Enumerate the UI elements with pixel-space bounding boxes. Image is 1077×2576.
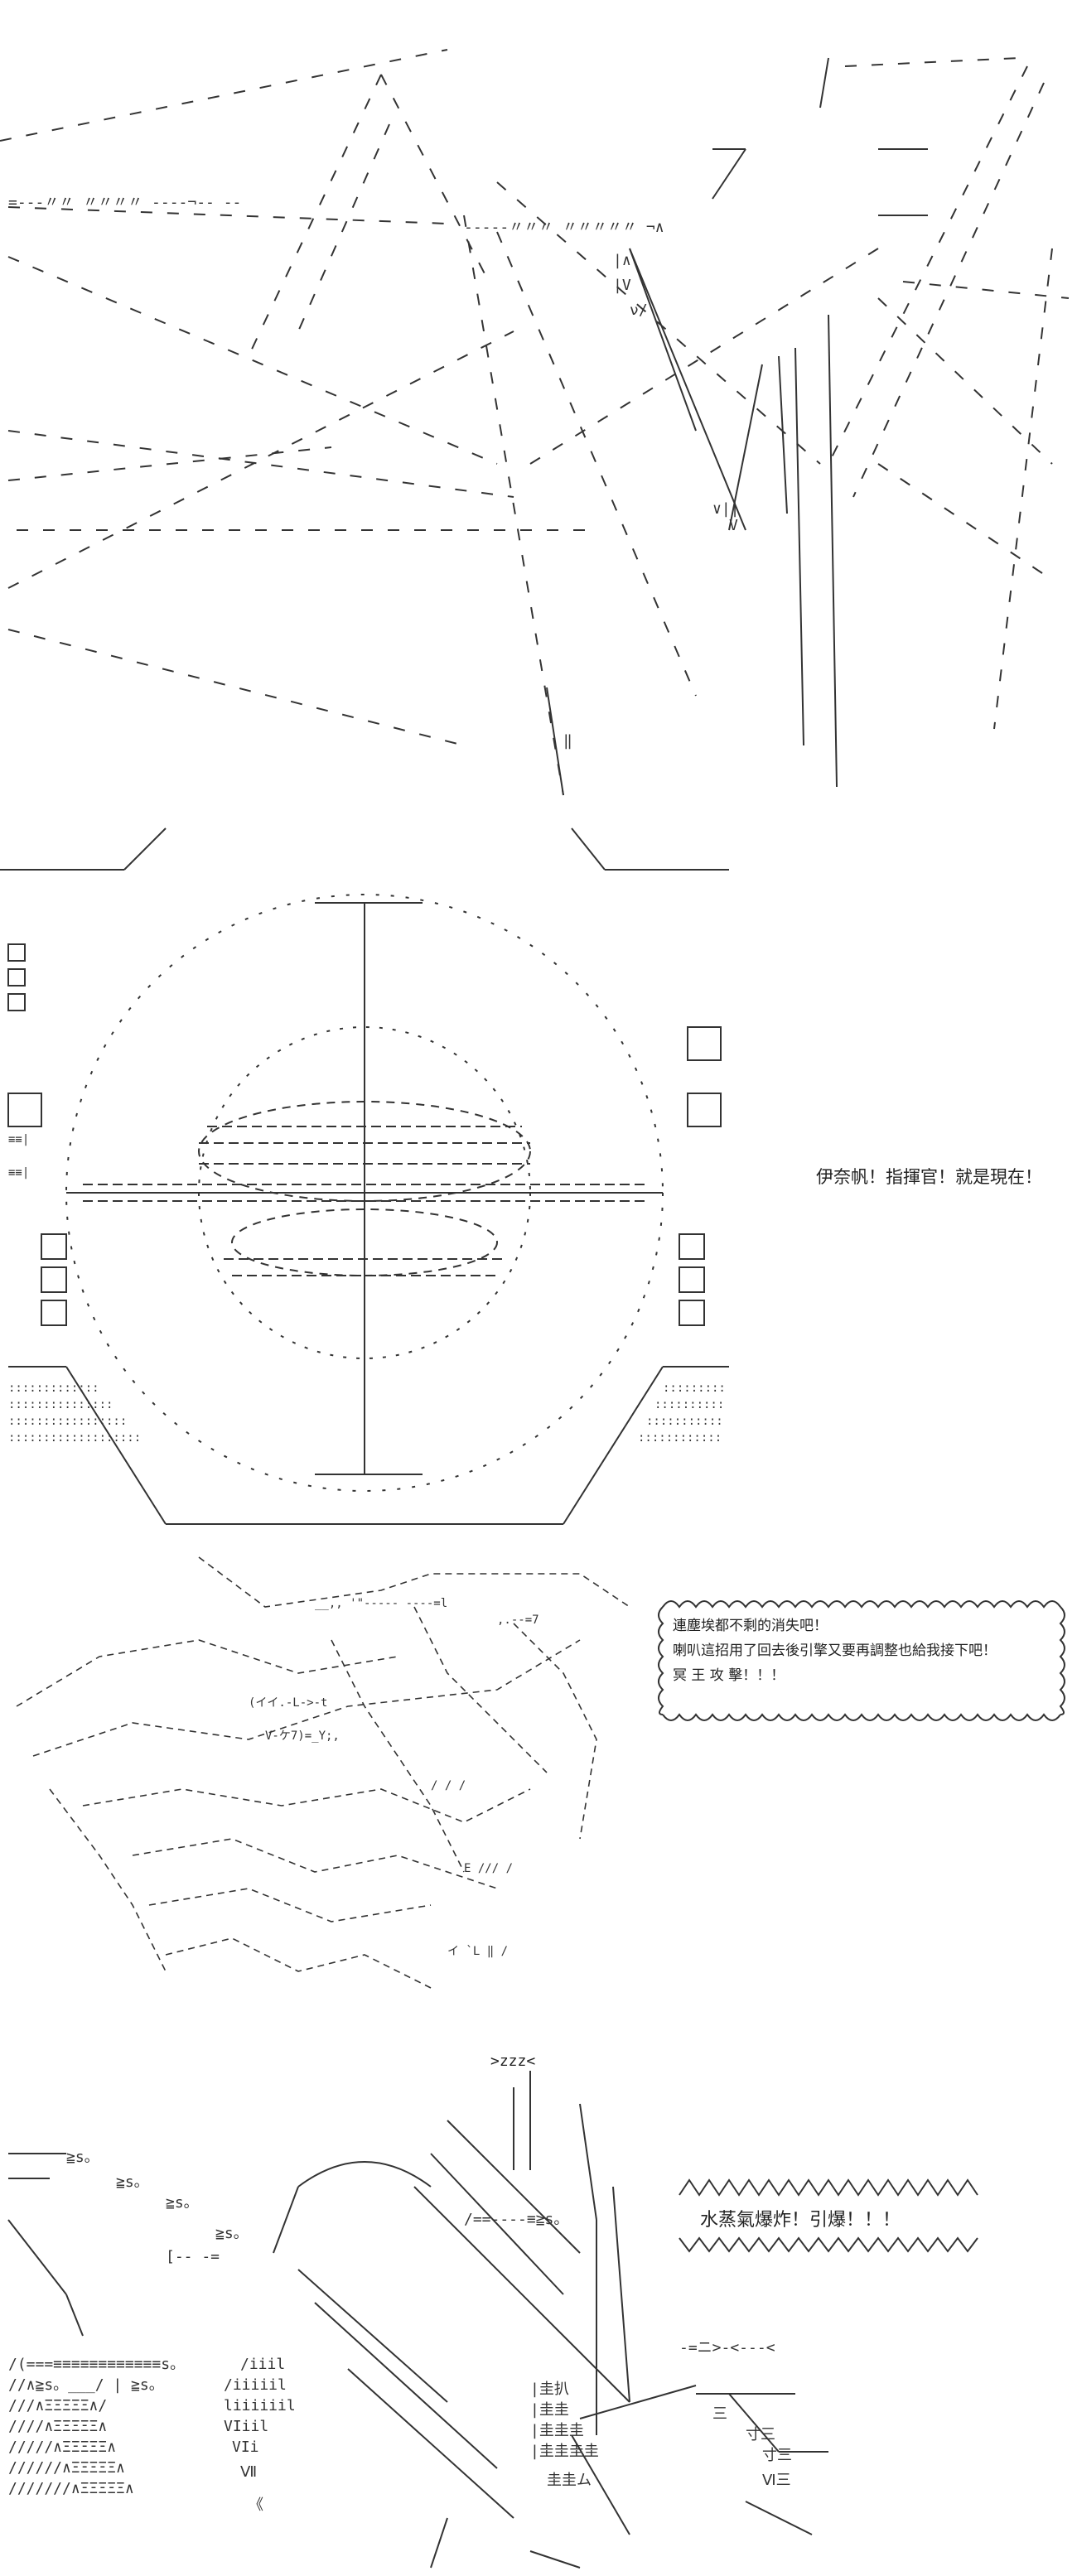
balloon-line-2: 喇叭這招用了回去後引擎又要再調整也給我接下吧！ bbox=[673, 1643, 997, 1659]
svg-text:|圭圭圭: |圭圭圭 bbox=[530, 2422, 584, 2439]
svg-text::::::::::::::::: ::::::::::::::: bbox=[8, 1398, 113, 1411]
svg-text:寸三: 寸三 bbox=[746, 2426, 775, 2443]
svg-text:|圭圭: |圭圭 bbox=[530, 2401, 569, 2419]
svg-text::::::::::: ::::::::: bbox=[663, 1382, 726, 1395]
explosion-shout: 水蒸氣爆炸！引爆！！！ bbox=[700, 2210, 901, 2231]
svg-text:////∧ΞΞΞΞΞ∧: ////∧ΞΞΞΞΞ∧ bbox=[8, 2418, 107, 2435]
explosion-artwork: /(===≡≡≡≡≡≡≡≡≡≡≡≡s。 //∧≧s。___/ | ≧s。 ///… bbox=[7, 2071, 978, 2569]
svg-text:三: 三 bbox=[712, 2405, 727, 2423]
dialog-text-commander: 伊奈帆！指揮官！就是現在！ bbox=[816, 1167, 1042, 1187]
svg-text:/(===≡≡≡≡≡≡≡≡≡≡≡≡s。: /(===≡≡≡≡≡≡≡≡≡≡≡≡s。 bbox=[8, 2356, 185, 2373]
svg-text:‖: ‖ bbox=[563, 732, 572, 750]
svg-text::::::::::::::::::::: ::::::::::::::::::: bbox=[8, 1431, 141, 1445]
svg-text:V‐ケ7)=_Y;,: V‐ケ7)=_Y;, bbox=[265, 1729, 340, 1743]
svg-text:liiiiiil: liiiiiil bbox=[224, 2397, 296, 2414]
svg-text:,.‐‐=7: ,.‐‐=7 bbox=[497, 1614, 539, 1627]
panel-3-attack: __,, '"‐‐‐‐‐ ‐‐‐‐=l ,.‐‐=7 (イイ.‐L‐>‐t V‐… bbox=[0, 1541, 1077, 2021]
svg-text:ν/: ν/ bbox=[630, 301, 648, 319]
sfx-zzz: >zzz< bbox=[490, 2053, 536, 2070]
svg-text:(イイ.‐L‐>‐t: (イイ.‐L‐>‐t bbox=[249, 1696, 327, 1710]
svg-text:/==‐‐‐‐≡≧s。: /==‐‐‐‐≡≧s。 bbox=[464, 2211, 568, 2228]
svg-text:≧s。: ≧s。 bbox=[116, 2173, 149, 2191]
svg-text:≡≡|: ≡≡| bbox=[8, 1166, 29, 1179]
svg-text::::::::::::::: ::::::::::::: bbox=[8, 1382, 99, 1395]
svg-text::::::::::::::::::: ::::::::::::::::: bbox=[8, 1415, 127, 1428]
svg-text:|圭扒: |圭扒 bbox=[530, 2381, 569, 2398]
svg-text:/iiiiil: /iiiiil bbox=[224, 2376, 287, 2394]
scope-artwork: ::::::::::::: ::::::::::::::: ::::::::::… bbox=[7, 894, 729, 1525]
svg-text:≧s。: ≧s。 bbox=[215, 2225, 249, 2242]
svg-text:E /// /: E /// / bbox=[464, 1862, 513, 1875]
attack-speech-balloon: 連塵埃都不剩的消失吧！ 喇叭這招用了回去後引擎又要再調整也給我接下吧！ 冥 王 … bbox=[673, 1614, 997, 1688]
svg-text:‐=ニ>‐<‐‐‐<: ‐=ニ>‐<‐‐‐< bbox=[679, 2339, 775, 2357]
svg-text:|∧: |∧ bbox=[613, 252, 631, 269]
svg-text:VIiil: VIiil bbox=[224, 2418, 268, 2435]
balloon-line-3: 冥 王 攻 擊！！！ bbox=[673, 1667, 785, 1684]
svg-text:Ⅵ三: Ⅵ三 bbox=[762, 2472, 791, 2489]
svg-text:|圭圭圭圭: |圭圭圭圭 bbox=[530, 2443, 599, 2460]
svg-text:=‐‐‐〃〃 〃〃〃〃 ‐‐‐‐¬‐‐ ‐‐: =‐‐‐〃〃 〃〃〃〃 ‐‐‐‐¬‐‐ ‐‐ bbox=[8, 194, 241, 211]
panel-1-flash: =‐‐‐〃〃 〃〃〃〃 ‐‐‐‐¬‐‐ ‐‐ ‐‐‐‐‐〃〃〃 〃〃〃〃〃 ¬∧… bbox=[0, 0, 1077, 878]
balloon-line-1: 連塵埃都不剩的消失吧！ bbox=[673, 1618, 828, 1634]
svg-text:__,, '"‐‐‐‐‐ ‐‐‐‐=l: __,, '"‐‐‐‐‐ ‐‐‐‐=l bbox=[315, 1597, 447, 1610]
flash-artwork: =‐‐‐〃〃 〃〃〃〃 ‐‐‐‐¬‐‐ ‐‐ ‐‐‐‐‐〃〃〃 〃〃〃〃〃 ¬∧… bbox=[0, 49, 1070, 871]
svg-text:≧s。: ≧s。 bbox=[66, 2149, 99, 2166]
svg-text:///////∧ΞΞΞΞΞ∧: ///////∧ΞΞΞΞΞ∧ bbox=[8, 2480, 134, 2497]
svg-text:寸三: 寸三 bbox=[762, 2447, 792, 2464]
svg-text:/ / /: / / / bbox=[431, 1779, 466, 1792]
attack-artwork: __,, '"‐‐‐‐‐ ‐‐‐‐=l ,.‐‐=7 (イイ.‐L‐>‐t V‐… bbox=[16, 1556, 1065, 1989]
svg-text:∨||: ∨|| bbox=[712, 500, 740, 518]
panel-2-scope: ::::::::::::: ::::::::::::::: ::::::::::… bbox=[0, 878, 1077, 1541]
svg-text:≧s。: ≧s。 bbox=[166, 2194, 199, 2212]
svg-text:圭圭ム: 圭圭ム bbox=[547, 2472, 592, 2489]
svg-text:V: V bbox=[729, 517, 738, 534]
svg-text:Ⅶ: Ⅶ bbox=[240, 2463, 257, 2481]
svg-text://∧≧s。___/ | ≧s。: //∧≧s。___/ | ≧s。 bbox=[8, 2376, 164, 2394]
svg-text::::::::::::: ::::::::::: bbox=[646, 1415, 723, 1428]
svg-text:::::::::::: :::::::::: bbox=[654, 1398, 724, 1411]
svg-text:///∧ΞΞΞΞΞ∧/: ///∧ΞΞΞΞΞ∧/ bbox=[8, 2397, 107, 2414]
svg-text:|V: |V bbox=[613, 277, 631, 294]
svg-text:イ `L ‖ /: イ `L ‖ / bbox=[447, 1945, 508, 1958]
svg-text:≡≡|: ≡≡| bbox=[8, 1133, 29, 1146]
svg-text:::::::::::::: :::::::::::: bbox=[638, 1431, 722, 1445]
svg-text:《: 《 bbox=[249, 2496, 263, 2514]
svg-text:/iiil: /iiil bbox=[240, 2356, 285, 2373]
svg-text:[‐‐ ‐=: [‐‐ ‐= bbox=[166, 2248, 220, 2265]
svg-text://////∧ΞΞΞΞΞ∧: //////∧ΞΞΞΞΞ∧ bbox=[8, 2459, 125, 2477]
svg-text:VIi: VIi bbox=[232, 2439, 259, 2456]
svg-text:‐‐‐‐‐〃〃〃 〃〃〃〃〃 ¬∧: ‐‐‐‐‐〃〃〃 〃〃〃〃〃 ¬∧ bbox=[464, 219, 664, 236]
svg-text://///∧ΞΞΞΞΞ∧: /////∧ΞΞΞΞΞ∧ bbox=[8, 2439, 116, 2456]
panel-4-explosion: /(===≡≡≡≡≡≡≡≡≡≡≡≡s。 //∧≧s。___/ | ≧s。 ///… bbox=[0, 2021, 1077, 2576]
